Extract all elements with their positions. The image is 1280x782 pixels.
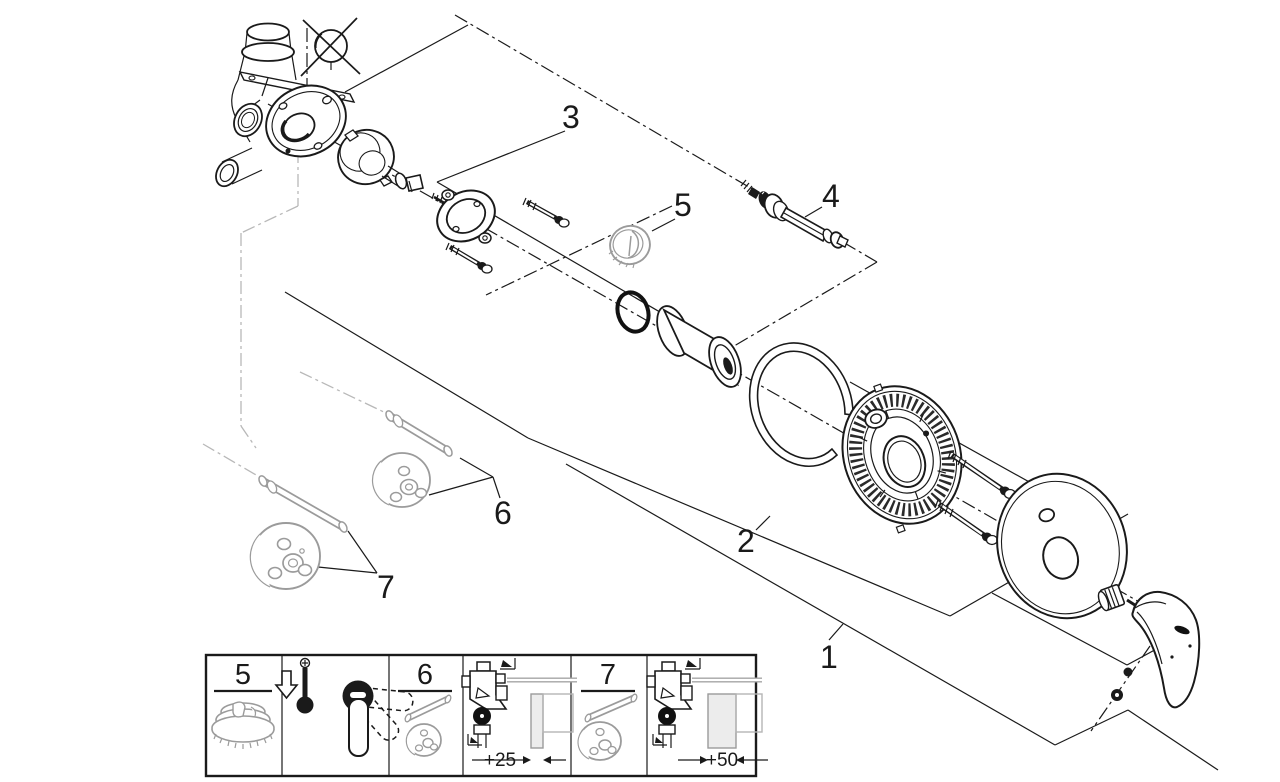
- label-part-7: 7: [377, 569, 395, 605]
- part-number-labels: 1 2 3 4 5 6 7: [377, 99, 840, 675]
- extension-tube-icon: [404, 694, 452, 723]
- crossed-out-plug-icon: [300, 17, 361, 77]
- cartridge-drawing: [337, 128, 424, 193]
- o-ring-drawing: [615, 290, 651, 334]
- label-part-1: 1: [820, 639, 838, 675]
- valve-schematic-icon: [461, 658, 577, 748]
- dimension-plus50: +50: [706, 750, 738, 771]
- extension-tube-icon: [584, 693, 638, 723]
- cover-plate-drawing: [996, 472, 1128, 620]
- cartridge-cap-drawing: [608, 224, 651, 269]
- mounting-screws-group3: [445, 197, 570, 274]
- legend-cell-5: 5: [211, 659, 275, 749]
- label-part-2: 2: [737, 523, 755, 559]
- thermometer-icon: [296, 657, 314, 714]
- legend-cell-6: 6: [398, 659, 452, 757]
- label-part-5: 5: [674, 187, 692, 223]
- sleeve-drawing: [656, 305, 742, 388]
- legend-number-6: 6: [417, 659, 433, 691]
- label-part-4: 4: [822, 178, 840, 214]
- legend-cell-plus25: +25: [461, 658, 577, 771]
- legend-cell-plus50: +50: [647, 658, 768, 771]
- legend-cell-temperature: [274, 657, 414, 757]
- extension-axis-lines-gray: [202, 150, 389, 480]
- label-part-3: 3: [562, 99, 580, 135]
- valve-body-drawing: [215, 22, 356, 188]
- legend-number-7: 7: [600, 659, 616, 691]
- mounting-plate-drawing: [841, 383, 963, 534]
- arrow-down-icon: [274, 670, 299, 700]
- legend-box: 5: [204, 653, 768, 778]
- flange-ring-drawing: [436, 189, 496, 244]
- rosette-icon: [405, 723, 442, 757]
- label-part-6: 6: [494, 495, 512, 531]
- extension-set-7-drawing: [249, 475, 348, 590]
- handle-plug-screws: [1111, 667, 1133, 701]
- legend-number-5: 5: [235, 659, 251, 691]
- retaining-ring-drawing: [748, 342, 854, 468]
- lever-swing-icon: [342, 680, 414, 757]
- extension-set-6-drawing: [371, 410, 453, 508]
- cap-icon: [211, 701, 275, 749]
- mounting-plate-screws: [934, 450, 1017, 546]
- extension-spindle-drawing: [740, 179, 849, 249]
- rosette-icon: [577, 721, 622, 761]
- handle-adapter-drawing: [1097, 584, 1126, 612]
- dimension-plus25: +25: [484, 750, 516, 771]
- lever-handle-drawing: [1131, 590, 1201, 709]
- legend-cell-7: 7: [577, 659, 638, 761]
